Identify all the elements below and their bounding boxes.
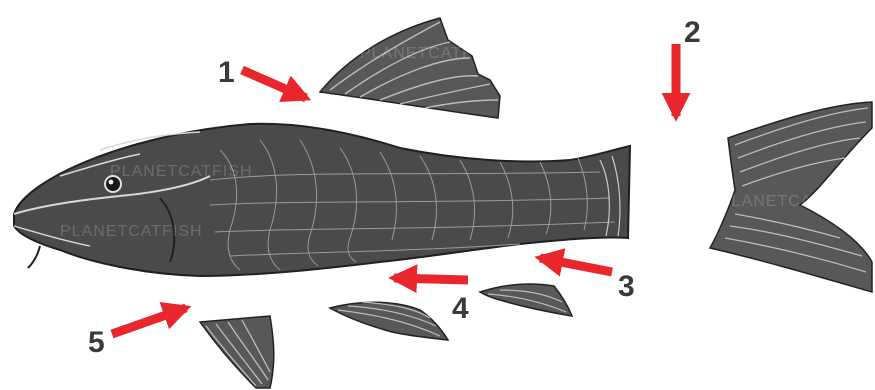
- label-1: 1: [218, 56, 235, 89]
- label-4: 4: [452, 292, 469, 325]
- arrow-3: [540, 258, 612, 272]
- arrow-1: [242, 70, 306, 98]
- fish-body: [14, 124, 630, 276]
- arrow-4: [394, 278, 468, 280]
- svg-text:PLANETCATFISH: PLANETCATFISH: [720, 193, 863, 210]
- label-3: 3: [618, 270, 635, 303]
- label-2: 2: [684, 16, 701, 49]
- svg-text:PLANETCATFISH: PLANETCATFISH: [60, 223, 203, 240]
- svg-text:PLANETCATFISH: PLANETCATFISH: [360, 45, 503, 62]
- dorsal-fin: [320, 18, 500, 118]
- pectoral-fin: [200, 316, 274, 388]
- pelvic-fin: [330, 302, 448, 340]
- anal-fin: [480, 284, 572, 316]
- arrow-5: [112, 308, 186, 334]
- svg-text:PLANETCATFISH: PLANETCATFISH: [110, 163, 253, 180]
- label-5: 5: [88, 326, 105, 359]
